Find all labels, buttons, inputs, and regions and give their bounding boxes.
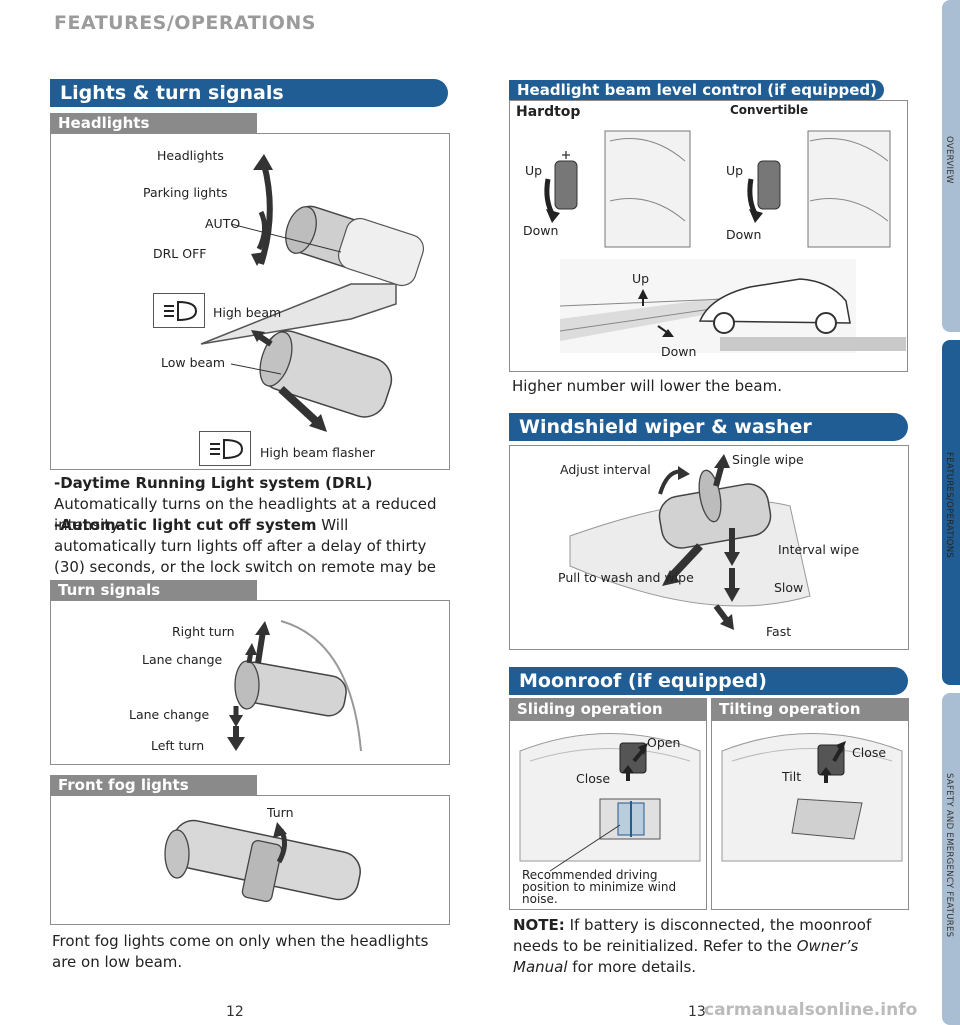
- tab-overview-label: OVERVIEW: [944, 136, 954, 184]
- label-lane-change-down: Lane change: [129, 707, 210, 722]
- label-headlights: Headlights: [157, 148, 224, 163]
- sliding-figure: Open Close Recommended driving position …: [509, 720, 707, 910]
- fog-lever-illustration: [164, 819, 361, 903]
- turn-signal-lever-illustration: [227, 620, 362, 752]
- wiper-section-title: Windshield wiper & washer: [519, 416, 812, 438]
- note-text-1: If battery is disconnected, the moonroof…: [513, 916, 872, 955]
- turn-signals-subtitle: Turn signals: [58, 581, 161, 599]
- scene-up: Up: [632, 271, 650, 286]
- beam-level-note: Higher number will lower the beam.: [512, 377, 782, 395]
- watermark: carmanualsonline.info: [704, 1000, 918, 1020]
- sliding-moonroof-illustration: [519, 733, 701, 872]
- note-text-2: for more details.: [572, 958, 697, 976]
- label-lane-change-up: Lane change: [142, 652, 223, 667]
- cutoff-title: -Automatic light cut off system: [54, 516, 317, 534]
- lights-section-header: Lights & turn signals: [50, 79, 448, 107]
- moonroof-section-title: Moonroof (if equipped): [519, 670, 767, 692]
- fog-subtitle: Front fog lights: [58, 776, 189, 794]
- label-right-turn: Right turn: [172, 624, 235, 639]
- cutoff-text: Will automatically turn lights off after…: [54, 516, 436, 597]
- tilting-moonroof-illustration: [721, 733, 903, 862]
- headlight-lever-illustration: [200, 154, 425, 432]
- turn-signals-figure: Right turn Lane change Lane change Left …: [50, 600, 450, 765]
- label-fast: Fast: [766, 624, 792, 639]
- fog-subheader: Front fog lights: [50, 775, 257, 795]
- headlights-subheader: Headlights: [50, 113, 257, 133]
- note-owners-manual: Owner’s Manual: [513, 937, 859, 976]
- page-number-right: 13: [688, 1004, 706, 1020]
- tilting-title: Tilting operation: [719, 700, 861, 718]
- wiper-figure: Adjust interval Single wipe Interval wip…: [509, 445, 909, 650]
- flasher-icon: [199, 431, 251, 466]
- label-interval-wipe: Interval wipe: [778, 542, 860, 557]
- turn-signals-subheader: Turn signals: [50, 580, 257, 600]
- beam-level-illustration: [544, 130, 906, 353]
- hardtop-label: Hardtop: [516, 104, 581, 120]
- label-drl-off: DRL OFF: [153, 246, 207, 261]
- page-title: FEATURES/OPERATIONS: [54, 12, 316, 34]
- label-tilt: Tilt: [782, 769, 802, 784]
- label-left-turn: Left turn: [151, 738, 205, 753]
- tilting-subheader: Tilting operation: [711, 698, 909, 720]
- page-number-left: 12: [226, 1004, 244, 1020]
- wiper-lever-illustration: [569, 454, 811, 630]
- lights-section-title: Lights & turn signals: [60, 82, 284, 104]
- sliding-subheader: Sliding operation: [509, 698, 707, 720]
- label-parking-lights: Parking lights: [143, 185, 228, 200]
- hardtop-up: Up: [525, 163, 543, 178]
- label-single-wipe: Single wipe: [732, 452, 804, 467]
- sliding-title: Sliding operation: [517, 700, 663, 718]
- label-low-beam: Low beam: [161, 355, 226, 370]
- tab-safety-label: SAFETY AND EMERGENCY FEATURES: [944, 773, 954, 938]
- label-recommended: Recommended driving position to minimize…: [522, 868, 677, 906]
- drl-title: -Daytime Running Light system (DRL): [54, 474, 373, 492]
- beam-level-section-title: Headlight beam level control (if equippe…: [517, 81, 878, 99]
- headlights-figure: Headlights Parking lights AUTO DRL OFF H…: [50, 133, 450, 470]
- drl-paragraph: -Daytime Running Light system (DRL) Auto…: [54, 473, 450, 536]
- wiper-section-header: Windshield wiper & washer: [509, 413, 908, 441]
- note-label: NOTE:: [513, 916, 565, 934]
- label-close-sliding: Close: [576, 771, 611, 786]
- beam-level-section-header: Headlight beam level control (if equippe…: [509, 80, 884, 100]
- tilting-figure: Close Tilt: [711, 720, 909, 910]
- label-open: Open: [647, 735, 681, 750]
- tab-features-label: FEATURES/OPERATIONS: [944, 452, 954, 559]
- moonroof-note: NOTE: If battery is disconnected, the mo…: [513, 915, 893, 978]
- drl-text: Automatically turns on the headlights at…: [54, 495, 437, 534]
- label-high-beam-flasher: High beam flasher: [260, 445, 375, 460]
- fog-figure: Turn: [50, 795, 450, 925]
- label-adjust-interval: Adjust interval: [560, 462, 651, 477]
- headlights-subtitle: Headlights: [58, 114, 150, 132]
- convertible-up: Up: [726, 163, 744, 178]
- tab-features-operations[interactable]: FEATURES/OPERATIONS: [942, 340, 960, 685]
- fog-text: Front fog lights come on only when the h…: [52, 932, 429, 971]
- convertible-down: Down: [726, 227, 762, 242]
- moonroof-section-header: Moonroof (if equipped): [509, 667, 908, 695]
- high-beam-icon: [153, 293, 205, 328]
- label-fog-turn: Turn: [267, 805, 294, 820]
- label-close-tilting: Close: [852, 745, 887, 760]
- tab-overview[interactable]: OVERVIEW: [942, 0, 960, 332]
- beam-level-figure: Hardtop Convertible Up Down Up Down Up D: [509, 100, 908, 372]
- cutoff-paragraph: -Automatic light cut off system Will aut…: [54, 515, 450, 599]
- label-slow: Slow: [774, 580, 804, 595]
- hardtop-down: Down: [523, 223, 559, 238]
- label-pull-to-wash: Pull to wash and wipe: [558, 570, 694, 585]
- convertible-label: Convertible: [730, 103, 809, 117]
- tab-safety[interactable]: SAFETY AND EMERGENCY FEATURES: [942, 693, 960, 1025]
- label-high-beam: High beam: [213, 305, 282, 320]
- label-auto: AUTO: [205, 216, 241, 231]
- scene-down: Down: [661, 344, 697, 359]
